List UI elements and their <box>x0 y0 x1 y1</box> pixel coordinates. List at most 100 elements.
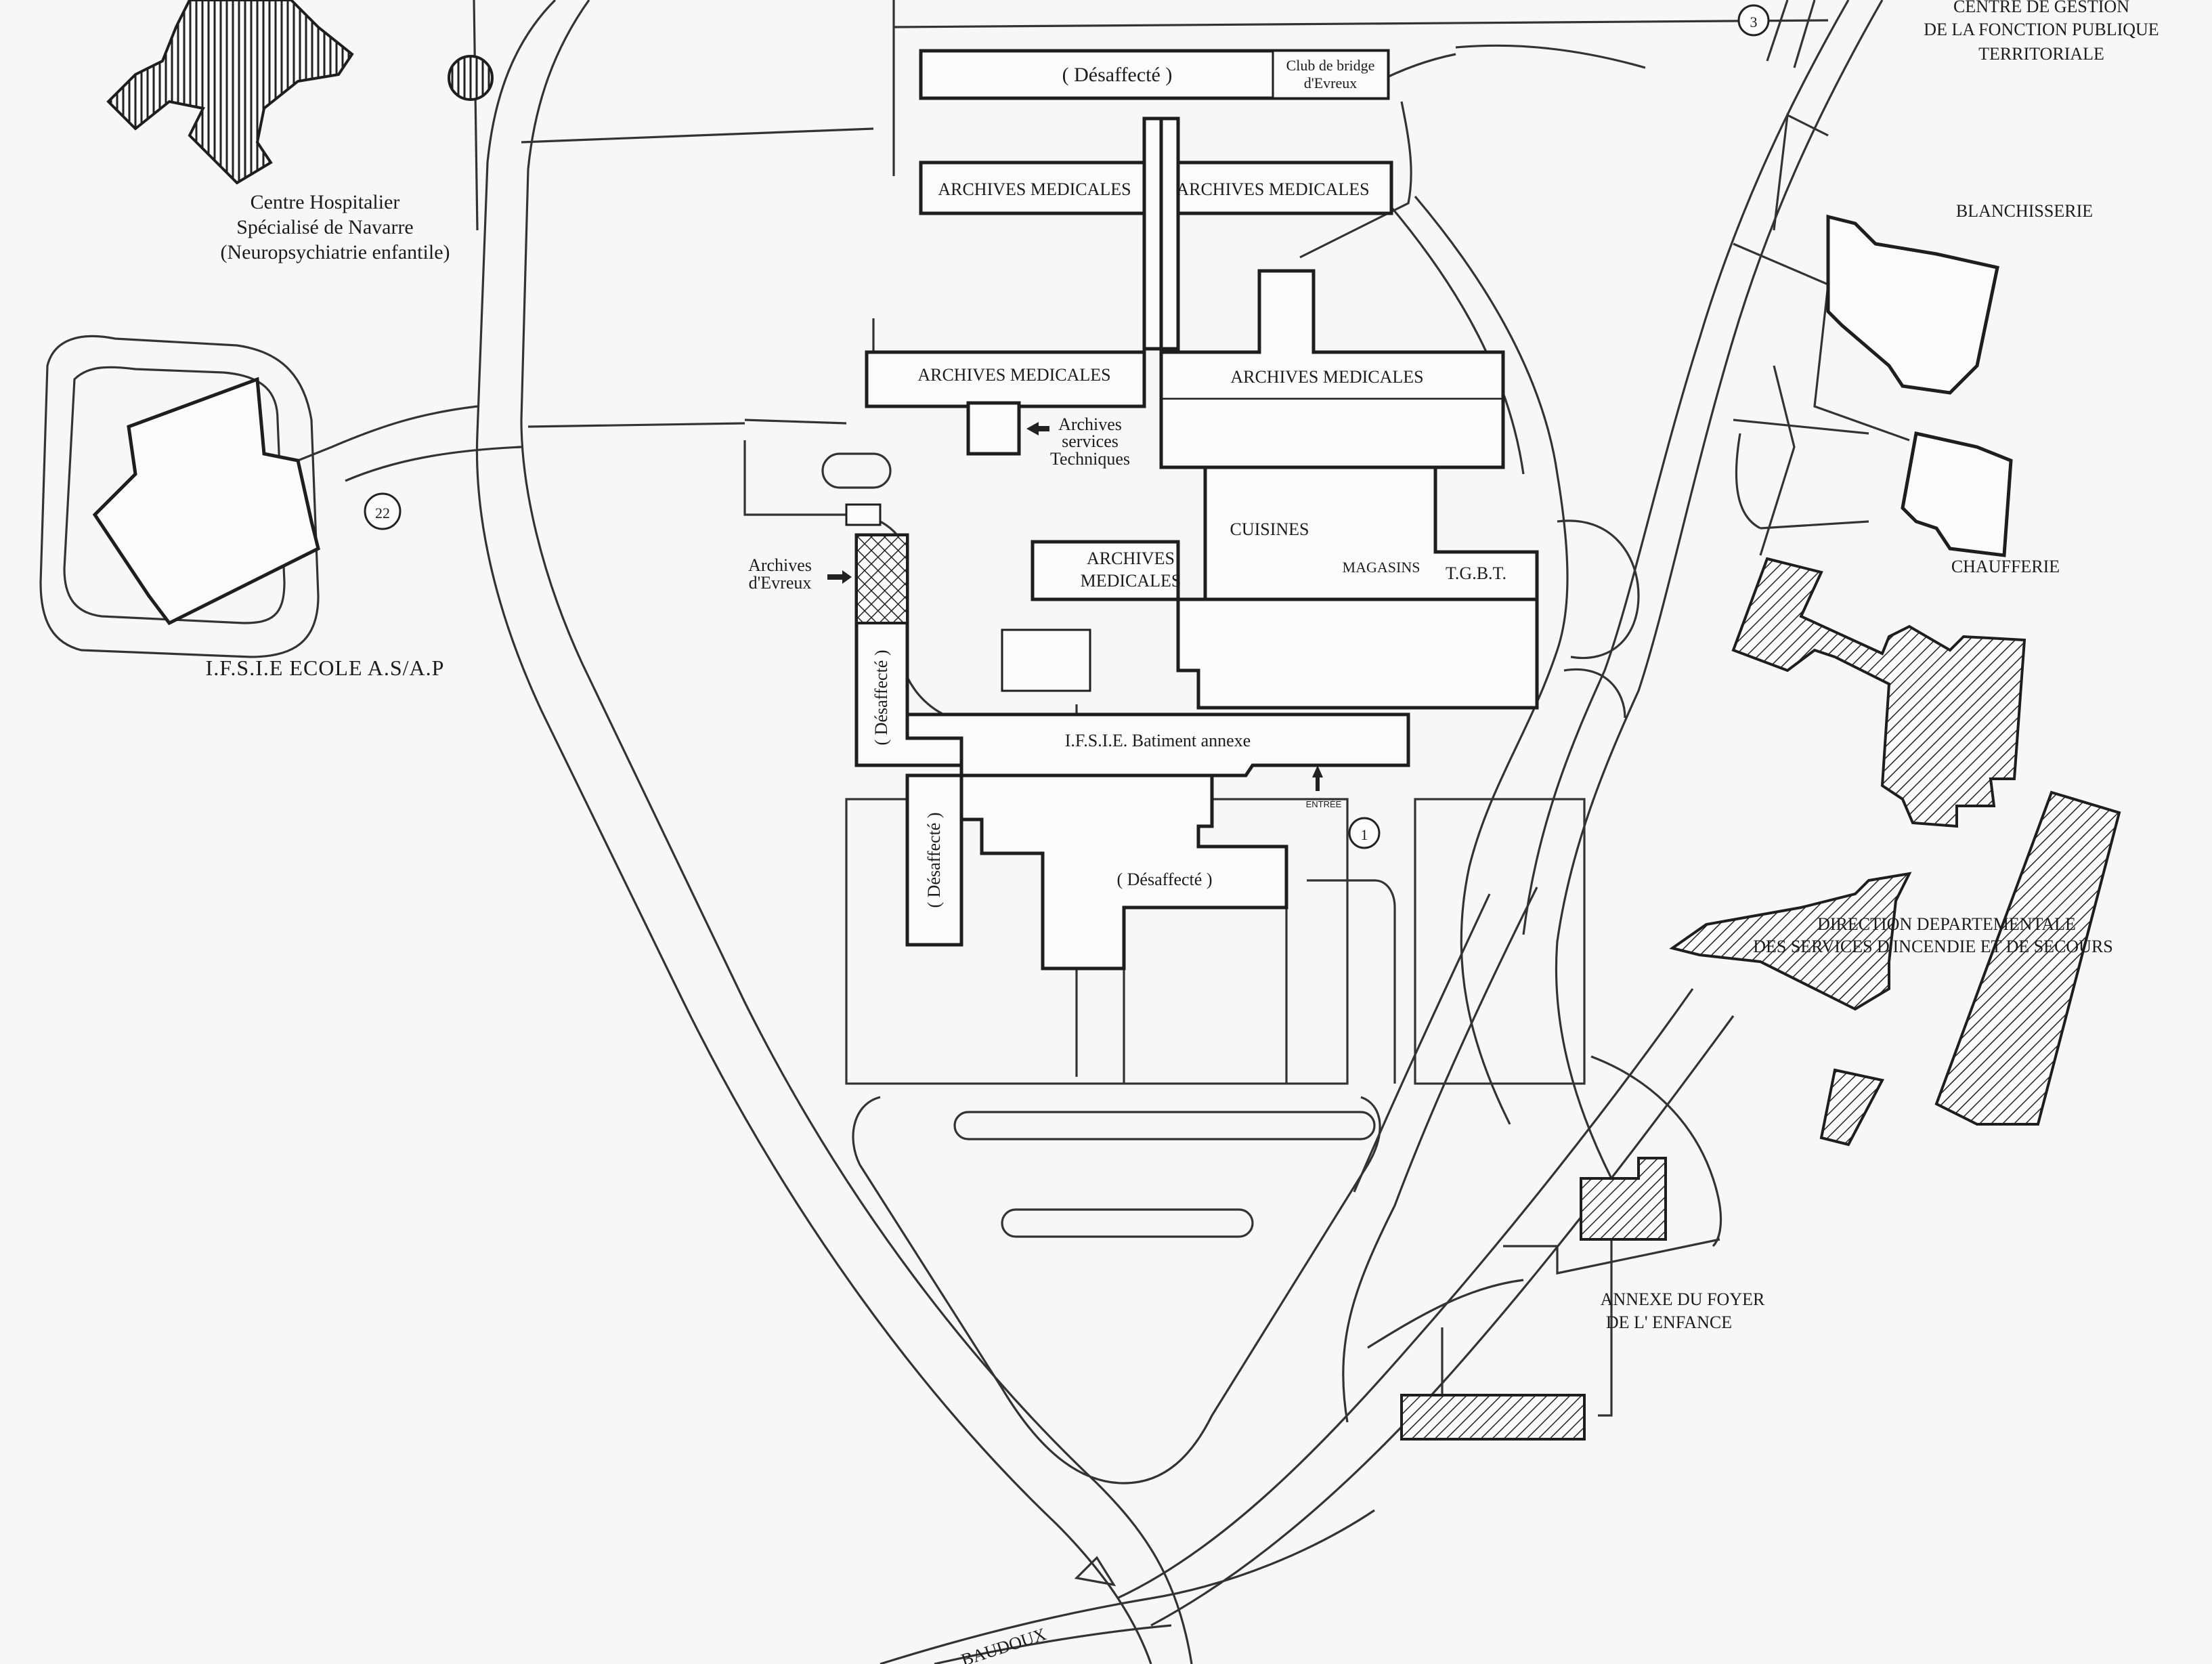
label-entree: ENTRÉE <box>1306 799 1342 809</box>
marker-1-label: 1 <box>1361 826 1368 843</box>
building-round-tower <box>448 55 494 101</box>
parking-loop <box>852 1096 1381 1485</box>
road-top-3 <box>1455 44 1646 69</box>
building-inner-small <box>1001 628 1091 692</box>
parking-island-2 <box>1001 1208 1254 1238</box>
road-east-outer <box>1555 0 1884 1179</box>
label-desaffecte-top: ( Désaffecté ) <box>1062 64 1173 86</box>
label-annexe-foyer-2: DE L' ENFANCE <box>1606 1313 1732 1332</box>
label-chaufferie: CHAUFFERIE <box>1951 557 2060 576</box>
label-blanchisserie: BLANCHISSERIE <box>1956 201 2093 221</box>
road-inner-north <box>521 127 874 144</box>
road-school-link-2 <box>345 446 522 482</box>
label-hospital-3: (Neuropsychiatrie enfantile) <box>220 241 450 263</box>
label-archives-medicales-5b: MEDICALES <box>1081 571 1181 591</box>
road-chauff-2 <box>1760 520 1869 530</box>
road-school-link <box>297 405 478 462</box>
building-annexe-foyer-1 <box>1580 1157 1667 1241</box>
label-archives-medicales-4: ARCHIVES MEDICALES <box>1230 367 1423 387</box>
label-hospital-1: Centre Hospitalier <box>251 191 400 213</box>
road-foyer-3 <box>1367 1279 1524 1349</box>
building-archives-services <box>966 401 1021 456</box>
building-desaffecte-bottom <box>959 773 1288 970</box>
traffic-island <box>1074 1556 1116 1587</box>
label-archives-evreux-1: Archives <box>748 555 812 575</box>
building-desaffecte-left-lower <box>905 773 963 947</box>
label-club-bridge-1: Club de bridge <box>1286 57 1375 74</box>
road-blanch-3 <box>1733 419 1869 435</box>
label-tgbt: T.G.B.T. <box>1446 563 1506 583</box>
road-central-diagonal-2 <box>1387 202 1525 475</box>
buildings <box>845 49 1539 970</box>
label-archives-medicales-3: ARCHIVES MEDICALES <box>917 365 1110 385</box>
road-central-diagonal <box>1414 195 1569 1125</box>
labels: ( Désaffecté ) Club de bridge d'Evreux A… <box>206 0 2159 1664</box>
building-archives-lower <box>1159 400 1505 469</box>
road-se-diagonal <box>1342 887 1538 1423</box>
road-inner-north-2 <box>527 422 745 428</box>
label-annexe-foyer-1: ANNEXE DU FOYER <box>1601 1289 1765 1309</box>
marker-3-label: 3 <box>1750 14 1758 30</box>
corridor-east <box>1159 116 1180 351</box>
archives-services-arrow-icon <box>1026 422 1049 435</box>
building-centre-hospitalier <box>106 0 354 185</box>
building-annexe-foyer-2 <box>1400 1394 1586 1441</box>
building-club-bridge <box>1272 49 1389 100</box>
building-direction-sdis-4 <box>1819 1068 1884 1147</box>
marker-1 <box>1348 817 1381 849</box>
building-archives-top-left <box>919 161 1153 215</box>
entrance-arrow-icon <box>1312 765 1323 791</box>
roundabout-east <box>1557 519 1640 659</box>
label-club-bridge-2: d'Evreux <box>1304 74 1358 91</box>
road-blanch-1 <box>1733 242 1910 442</box>
label-centre-gestion-3: TERRITORIALE <box>1978 44 2104 64</box>
building-tiny <box>845 503 882 526</box>
label-desaffecte-bottom: ( Désaffecté ) <box>1117 870 1213 889</box>
label-archives-medicales-2: ARCHIVES MEDICALES <box>1176 179 1369 199</box>
building-archives-mid-left <box>865 350 1146 408</box>
building-archives-evreux <box>855 534 909 624</box>
road-west-outer <box>475 0 1152 1664</box>
road-bottom-east-2 <box>1116 988 1694 1600</box>
building-archives-top-right <box>1159 161 1393 215</box>
marker-22 <box>364 492 402 530</box>
external-buildings <box>92 0 2121 1441</box>
road-central-6 <box>1307 879 1396 1084</box>
building-chaufferie <box>1901 431 2013 557</box>
label-archives-services-3: Techniques <box>1050 449 1130 469</box>
label-magasins: MAGASINS <box>1343 559 1421 576</box>
road-chauff-1 <box>1735 433 1761 530</box>
label-archives-evreux-2: d'Evreux <box>749 573 812 593</box>
roads <box>39 0 1910 1664</box>
road-foyer-1 <box>1503 1238 1720 1275</box>
road-east-inner <box>1522 0 1850 935</box>
label-hospital-2: Spécialisé de Navarre <box>236 216 414 238</box>
oval-island <box>821 452 892 489</box>
road-west-inner <box>520 0 1193 1664</box>
road-foyer-5 <box>1598 1239 1613 1417</box>
road-ne-3 <box>1773 113 1829 231</box>
road-connector <box>1299 101 1412 259</box>
markers: 1 3 22 <box>364 4 1770 849</box>
building-direction-sdis-3 <box>1934 790 2121 1126</box>
parking-island-1 <box>953 1111 1376 1140</box>
label-direction-2: DES SERVICES D'INCENDIE ET DE SECOURS <box>1753 937 2113 956</box>
roundabout-small <box>1563 668 1626 719</box>
label-archives-services-1: Archives <box>1058 414 1122 434</box>
marker-22-label: 22 <box>375 505 390 521</box>
label-centre-gestion-2: DE LA FONCTION PUBLIQUE <box>1924 20 2159 39</box>
label-centre-gestion-1: CENTRE DE GESTION <box>1953 0 2129 16</box>
road-bottom-arc-2 <box>934 1624 1172 1664</box>
road-school-loop-inner <box>63 366 286 624</box>
road-bottom-east <box>1150 1015 1735 1627</box>
building-blanchisserie <box>1826 214 1999 395</box>
corridor-west <box>1142 116 1163 351</box>
label-archives-medicales-5a: ARCHIVES <box>1087 549 1175 568</box>
marker-3 <box>1737 4 1770 37</box>
road-school-loop <box>39 335 320 658</box>
label-desaffecte-left: ( Désaffecté ) <box>871 650 891 746</box>
road-top-1 <box>893 19 1829 28</box>
label-archives-services-2: services <box>1062 431 1119 451</box>
road-ne-1 <box>1766 0 1789 62</box>
